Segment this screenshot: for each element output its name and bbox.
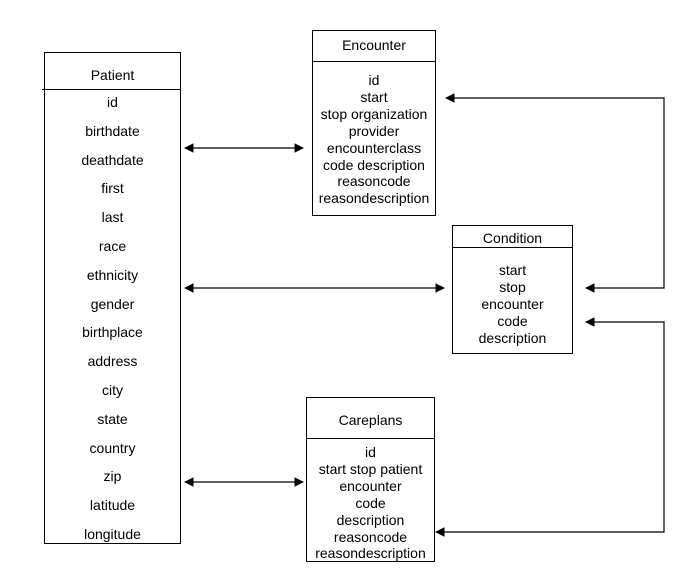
encounter-field-provider: provider (348, 122, 400, 139)
patient-field-state: state (97, 410, 128, 427)
patient-field-deathdate: deathdate (81, 151, 144, 168)
patient-field-longitude: longitude (84, 526, 141, 542)
patient-entity: Patient id birthdate deathdate first last rac… (42, 52, 181, 544)
arrow-condition-careplans (435, 317, 665, 537)
encounter-field-encounterclass: encounterclass (326, 139, 422, 156)
careplans-field-reasoncode: reasoncode (333, 528, 408, 545)
condition-field-description: description (478, 329, 547, 346)
condition-field-start: start (498, 262, 527, 278)
careplans-field-description: description (336, 511, 405, 528)
patient-field-city: city (102, 382, 123, 398)
condition-field-stop: stop (499, 278, 526, 295)
encounter-divider (313, 61, 435, 62)
encounter-field-code-description: code description (323, 156, 425, 173)
encounter-field-reasondescription: reasondescription (318, 190, 430, 207)
careplans-field-encounter: encounter (339, 477, 402, 494)
patient-field-country: country (89, 439, 136, 456)
condition-divider (453, 247, 572, 248)
patient-field-id: id (107, 94, 118, 110)
patient-field-address: address (87, 353, 138, 370)
encounter-field-start: start (360, 88, 388, 105)
patient-field-ethnicity: ethnicity (86, 266, 139, 283)
encounter-field-id: id (368, 72, 380, 88)
condition-field-code: code (497, 312, 528, 329)
encounter-field-stop-organization: stop organization (320, 105, 428, 122)
careplans-field-code: code (355, 494, 386, 511)
patient-title: Patient (90, 67, 135, 83)
careplans-divider (307, 438, 434, 439)
careplans-field-id: id (365, 444, 376, 460)
encounter-field-reasoncode: reasoncode (337, 173, 411, 190)
patient-field-race: race (98, 238, 127, 254)
patient-field-birthplace: birthplace (82, 324, 143, 341)
patient-field-gender: gender (90, 295, 135, 312)
patient-field-latitude: latitude (89, 497, 136, 514)
encounter-title: Encounter (342, 37, 406, 53)
careplans-field-reasondescription: reasondescription (315, 545, 426, 562)
patient-divider (42, 89, 180, 90)
condition-title: Condition (482, 230, 543, 246)
patient-field-birthdate: birthdate (85, 122, 140, 139)
condition-field-encounter: encounter (481, 295, 544, 312)
patient-field-first: first (101, 180, 124, 197)
arrow-encounter-condition (445, 93, 665, 293)
patient-field-zip: zip (103, 468, 122, 485)
patient-field-last: last (101, 209, 124, 226)
careplans-title: Careplans (338, 412, 403, 428)
careplans-field-start-stop-patient: start stop patient (318, 460, 423, 477)
